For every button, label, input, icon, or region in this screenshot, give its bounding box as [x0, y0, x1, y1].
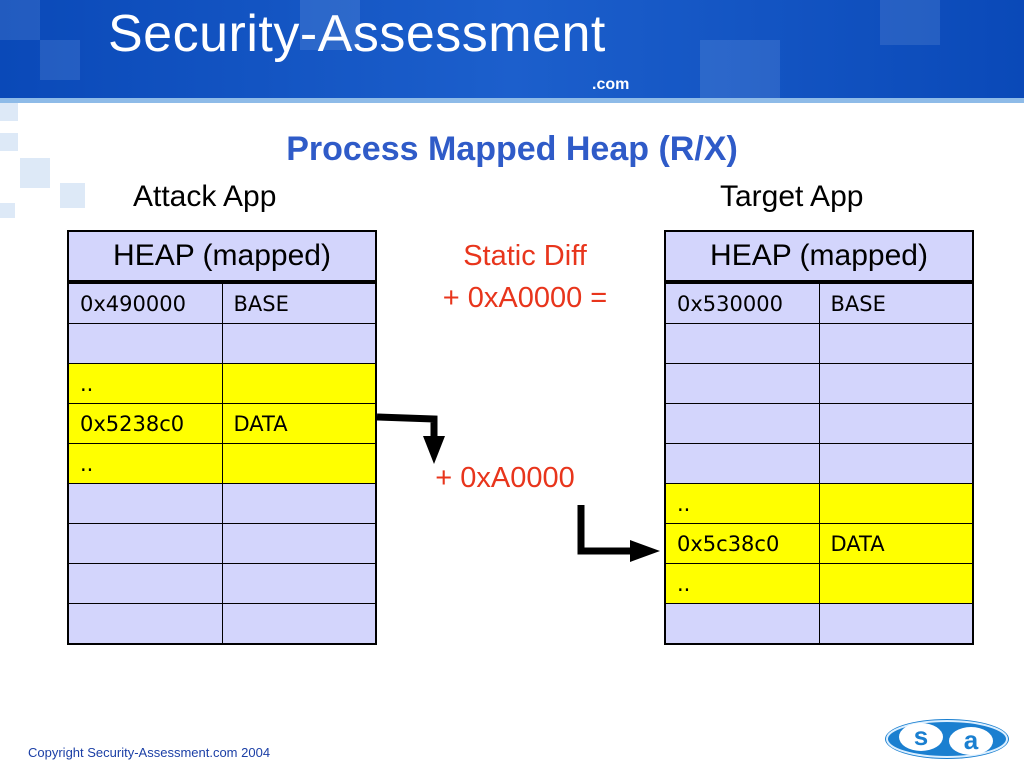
attack-heap-value-cell	[221, 563, 377, 604]
brand-suffix: .com	[592, 76, 630, 93]
attack-heap-value-cell	[221, 483, 377, 524]
attack-heap-value-cell	[221, 603, 377, 645]
attack-heap-header: HEAP (mapped)	[67, 230, 377, 284]
attack-heap-row: ..	[67, 363, 377, 404]
static-diff-label: Static Diff	[463, 240, 587, 272]
attack-heap-address-cell: ..	[67, 363, 223, 404]
attack-heap-address-cell	[67, 483, 223, 524]
attack-heap-address-cell	[67, 563, 223, 604]
attack-heap-address-cell: 0x5238c0	[67, 403, 223, 444]
attack-heap-value-cell: BASE	[221, 281, 377, 324]
decorative-tiles	[0, 103, 110, 243]
target-heap-row: ..	[664, 563, 974, 604]
attack-heap-address-cell: ..	[67, 443, 223, 484]
attack-heap-row	[67, 563, 377, 604]
right-arrow	[577, 505, 660, 562]
down-arrow	[376, 413, 445, 464]
attack-heap-row	[67, 483, 377, 524]
slide-title: Process Mapped Heap (R/X)	[286, 130, 738, 168]
attack-heap-value-cell	[221, 443, 377, 484]
offset-label: + 0xA0000	[435, 462, 575, 494]
attack-app-label: Attack App	[133, 180, 277, 213]
target-heap-address-cell: 0x530000	[664, 281, 820, 324]
sa-logo: s a	[885, 719, 1009, 759]
target-heap-value-cell: DATA	[818, 523, 974, 564]
static-diff-value: + 0xA0000 =	[442, 282, 608, 314]
attack-heap-row: ..	[67, 443, 377, 484]
target-heap-row	[664, 603, 974, 645]
target-heap-address-cell	[664, 323, 820, 364]
attack-heap-address-cell: 0x490000	[67, 281, 223, 324]
target-heap-value-cell	[818, 563, 974, 604]
target-heap-value-cell	[818, 483, 974, 524]
brand-title: Security-Assessment	[108, 5, 606, 63]
logo-letter-a: a	[964, 725, 979, 755]
copyright-text: Copyright Security-Assessment.com 2004	[28, 745, 271, 760]
logo-letter-s: s	[914, 721, 928, 751]
target-app-label: Target App	[720, 180, 864, 213]
header-divider	[0, 98, 1024, 103]
target-heap-row	[664, 363, 974, 404]
target-heap-address-cell	[664, 403, 820, 444]
attack-heap-row	[67, 603, 377, 645]
target-heap-address-cell: ..	[664, 483, 820, 524]
target-heap-row	[664, 443, 974, 484]
attack-heap-address-cell	[67, 603, 223, 645]
target-heap-row: ..	[664, 483, 974, 524]
target-heap-header: HEAP (mapped)	[664, 230, 974, 284]
header-banner: Security-Assessment .com	[0, 0, 1024, 98]
target-heap-value-cell	[818, 603, 974, 645]
target-heap-address-cell: ..	[664, 563, 820, 604]
target-heap-value-cell	[818, 363, 974, 404]
attack-heap-value-cell	[221, 363, 377, 404]
target-heap-address-cell: 0x5c38c0	[664, 523, 820, 564]
